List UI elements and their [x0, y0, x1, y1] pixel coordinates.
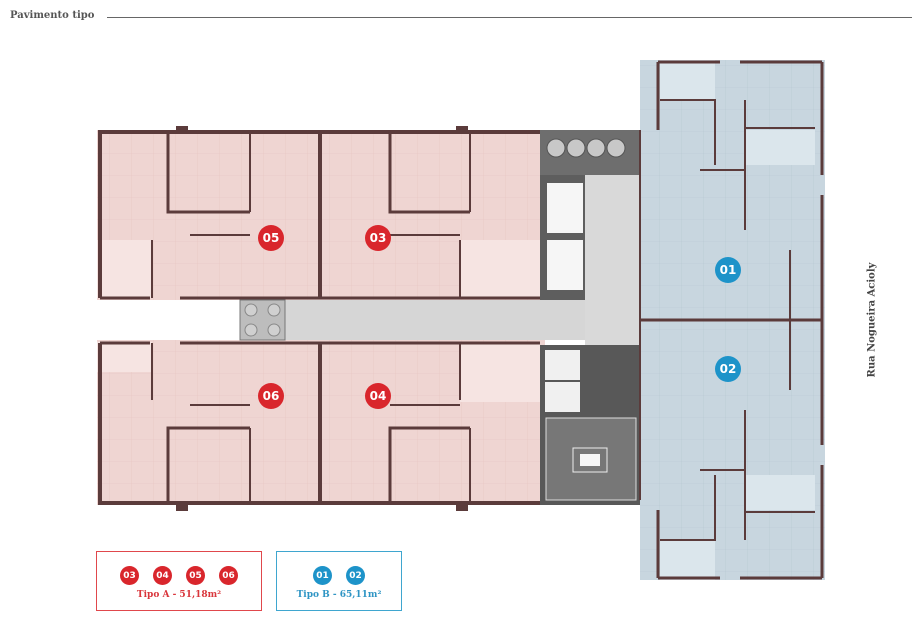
- legend-label: Tipo A - 51,18m²: [136, 590, 222, 600]
- street-label: Rua Nogueira Acioly: [866, 262, 878, 378]
- corridor: [285, 300, 640, 340]
- legend-badge: 01: [313, 566, 332, 585]
- legend-type-a: 03 04 05 06 Tipo A - 51,18m²: [96, 551, 262, 611]
- building-core: [540, 130, 640, 505]
- legend-badge: 05: [186, 566, 205, 585]
- legend-badge: 06: [219, 566, 238, 585]
- legend-badge: 03: [120, 566, 139, 585]
- elevator: [547, 183, 583, 233]
- type-b-block: [639, 60, 825, 580]
- page-title: Pavimento tipo: [10, 10, 95, 21]
- title-divider: [107, 17, 912, 18]
- unit-badge-01[interactable]: 01: [715, 257, 741, 283]
- elevator: [547, 240, 583, 290]
- unit-badge-02[interactable]: 02: [715, 356, 741, 382]
- type-a-block: [97, 126, 545, 511]
- legend-badge: 04: [153, 566, 172, 585]
- unit-badge-05[interactable]: 05: [258, 225, 284, 251]
- unit-badge-03[interactable]: 03: [365, 225, 391, 251]
- unit-badge-04[interactable]: 04: [365, 383, 391, 409]
- legend-badge: 02: [346, 566, 365, 585]
- legend-type-b: 01 02 Tipo B - 65,11m²: [276, 551, 402, 611]
- legend-label: Tipo B - 65,11m²: [296, 590, 382, 600]
- unit-badge-06[interactable]: 06: [258, 383, 284, 409]
